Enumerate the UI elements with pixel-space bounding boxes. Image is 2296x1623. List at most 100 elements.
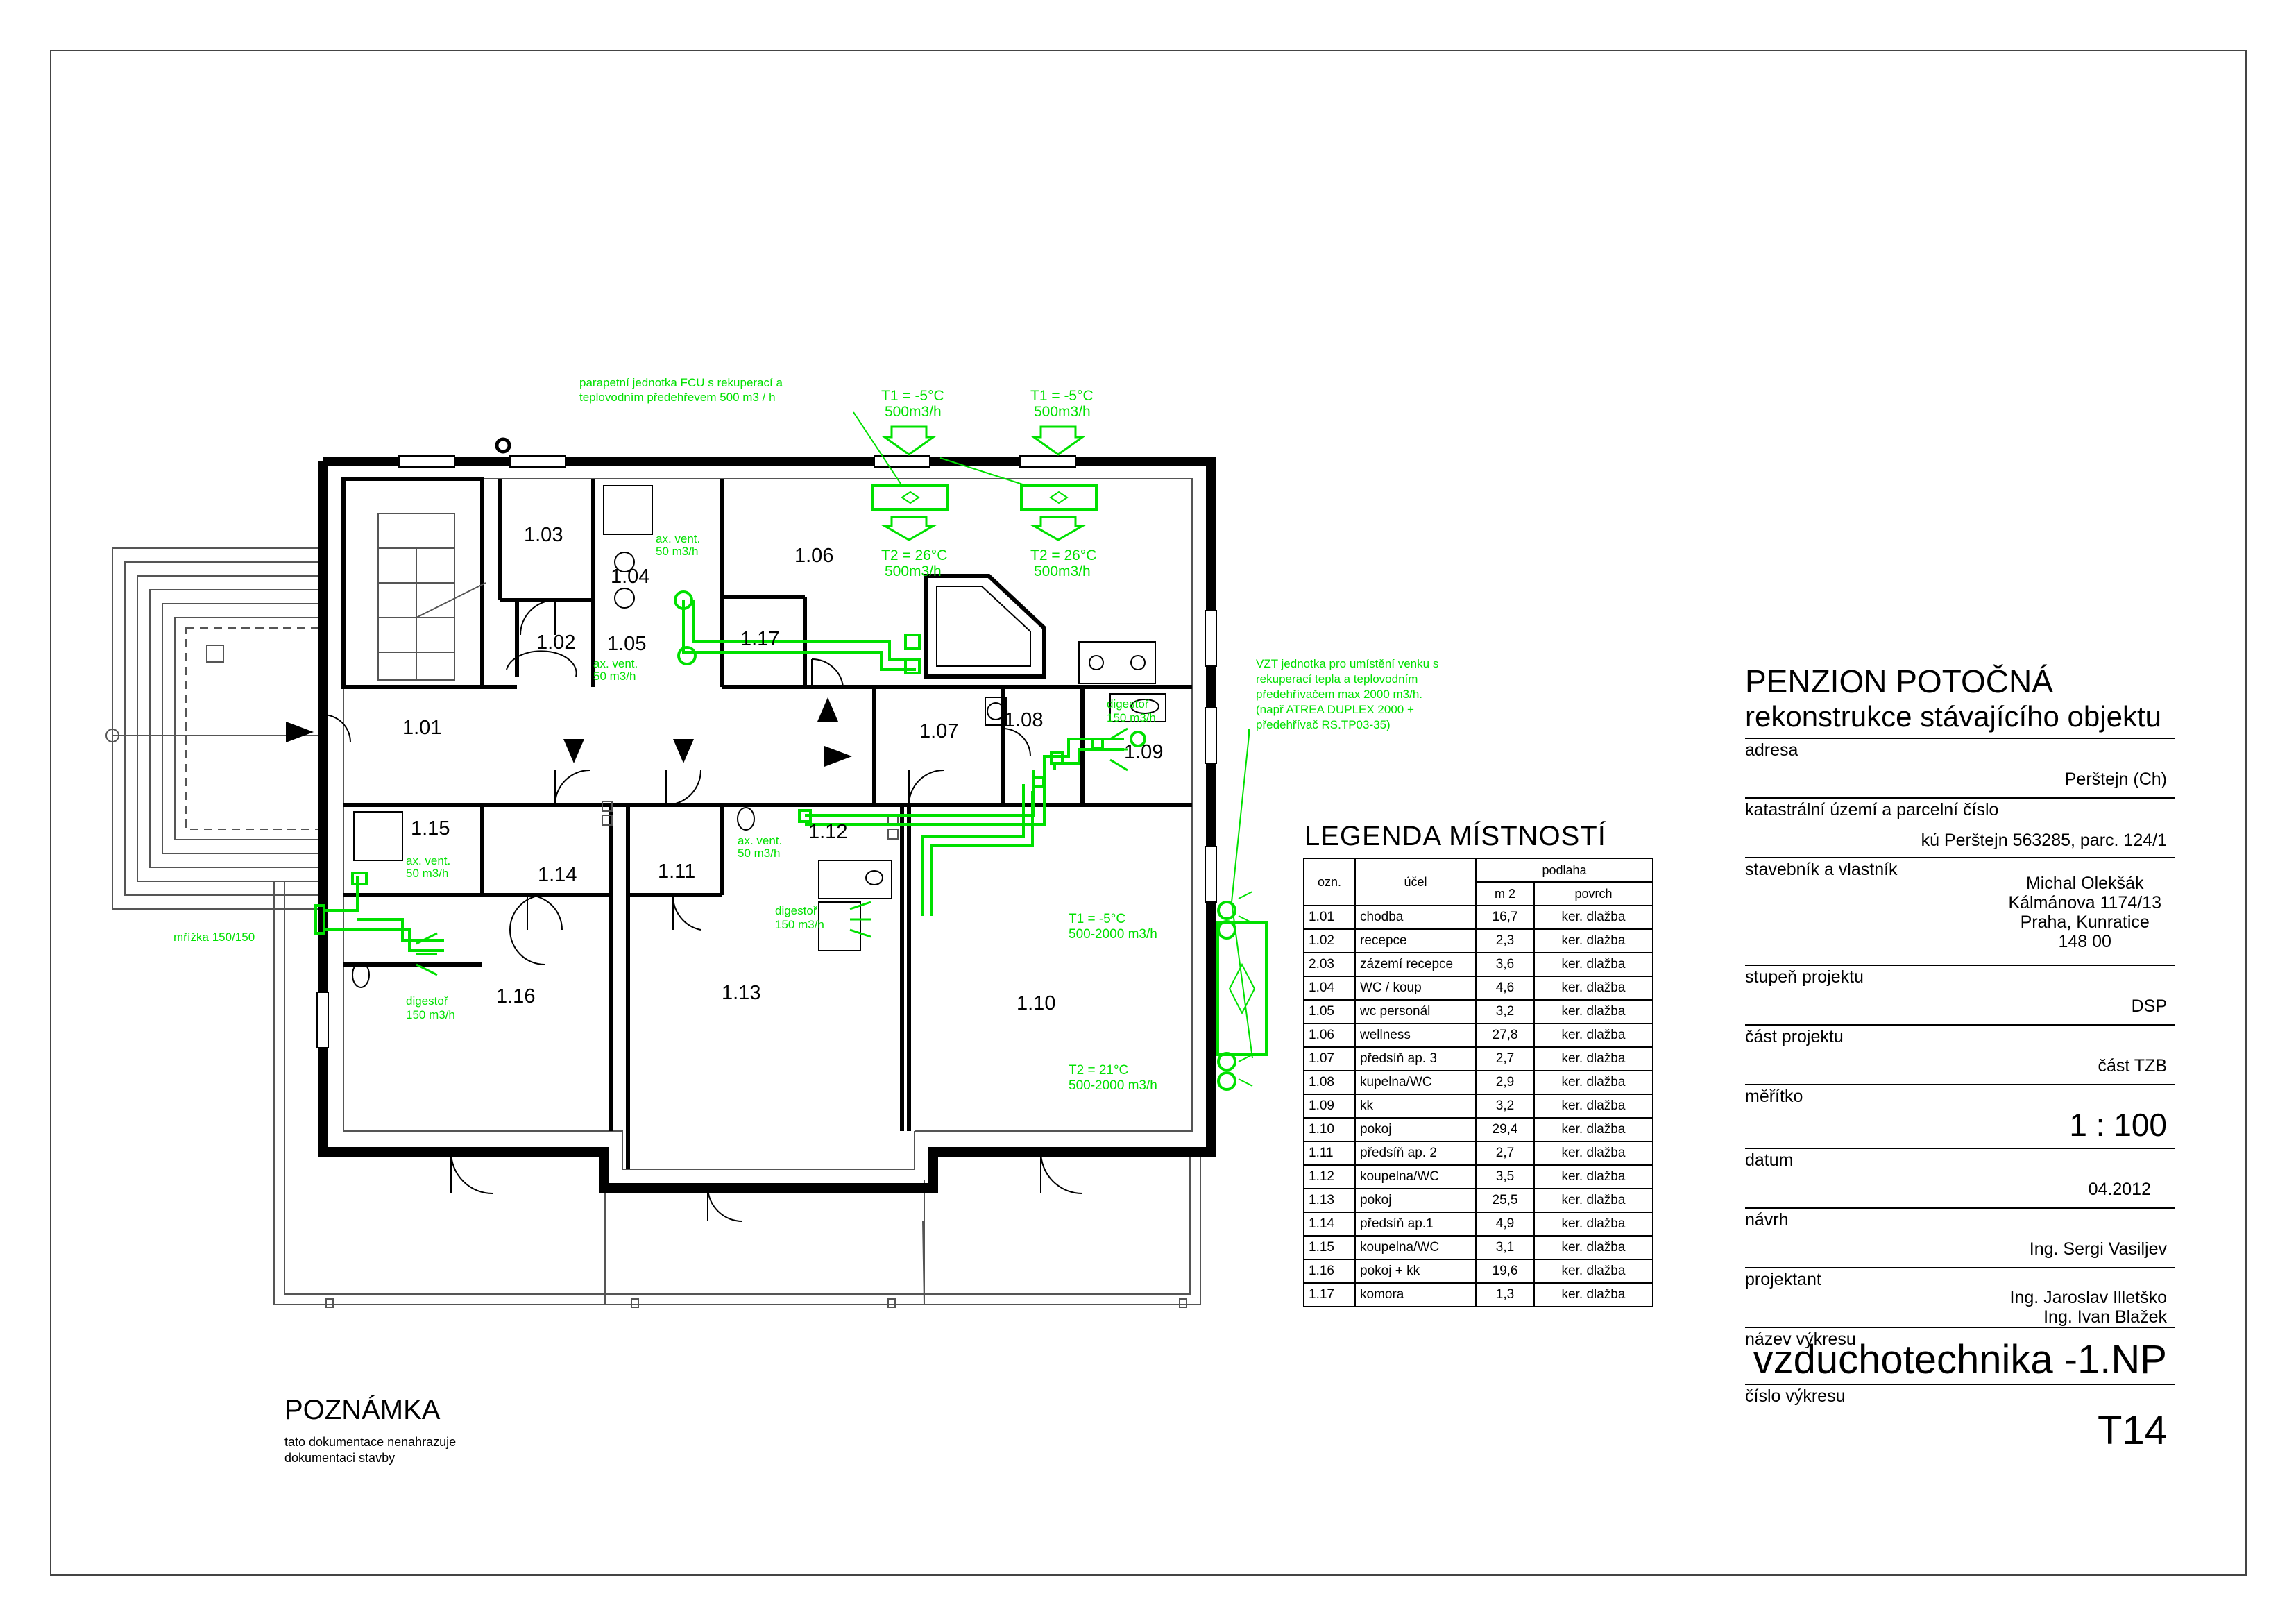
hood-3-label: digestoř (406, 994, 448, 1008)
legend-cell-surface: ker. dlažba (1533, 928, 1653, 953)
legend-cell-id: 1.14 (1303, 1212, 1356, 1237)
flow-arrows (286, 697, 852, 767)
legend-cell-purpose: recepce (1354, 928, 1477, 953)
address-label: adresa (1745, 740, 1798, 760)
axvent-1-label: ax. vent. (656, 532, 700, 545)
note: POZNÁMKA tato dokumentace nenahrazuje do… (284, 1395, 507, 1466)
legend-cell-id: 1.17 (1303, 1282, 1356, 1307)
legend-cell-purpose: koupelna/WC (1354, 1164, 1477, 1189)
t1-label-b: T1 = -5°C (1030, 388, 1094, 404)
date-value: 04.2012 (2088, 1180, 2151, 1199)
legend-cell-id: 1.06 (1303, 1023, 1356, 1048)
legend-cell-id: 1.08 (1303, 1070, 1356, 1095)
legend-subheader-row: m 2 povrch (1304, 881, 1653, 906)
legend-cell-surface: ker. dlažba (1533, 1188, 1653, 1213)
legend-cell-area: 2,3 (1475, 928, 1535, 953)
wellness-pool (924, 574, 1046, 679)
room-1-02: 1.02 (536, 631, 575, 654)
tb-owner: stavebník a vlastník Michal Olekšák Kálm… (1745, 857, 2175, 966)
legend-cell-area: 29,4 (1475, 1117, 1535, 1142)
project-subtitle: rekonstrukce stávajícího objektu (1745, 700, 2161, 733)
t2-flow-c: 500-2000 m3/h (1069, 1078, 1157, 1093)
legend-cell-surface: ker. dlažba (1533, 1046, 1653, 1071)
hood-1-label: digestoř (1107, 697, 1149, 711)
legend-cell-area: 1,3 (1475, 1282, 1535, 1307)
hood-2-flow: 150 m3/h (775, 918, 824, 931)
drawing-name-value: vzduchotechnika -1.NP (1753, 1337, 2167, 1382)
room-1-16: 1.16 (496, 985, 535, 1008)
axvent-4-label: ax. vent. (406, 854, 450, 867)
legend-cell-purpose: koupelna/WC (1354, 1235, 1477, 1260)
tb-stage: stupeň projektu DSP (1745, 965, 2175, 1026)
legend-cell-surface: ker. dlažba (1533, 1141, 1653, 1166)
legend-cell-area: 2,7 (1475, 1141, 1535, 1166)
drain-icon (495, 437, 511, 454)
legend-cell-id: 1.04 (1303, 976, 1356, 1001)
legend-cell-purpose: pokoj + kk (1354, 1259, 1477, 1284)
room-labels: 1.01 1.02 1.03 1.04 1.05 1.06 1.07 1.08 … (402, 524, 1163, 1014)
t1-label-c: T1 = -5°C (1069, 912, 1125, 926)
vzt-note-line5: předehřívač RS.TP03-35) (1256, 718, 1391, 731)
legend-cell-surface: ker. dlažba (1533, 1212, 1653, 1237)
axvent-1-flow: 50 m3/h (656, 545, 698, 558)
designer-line-1: Ing. Jaroslav Illetško (2009, 1288, 2168, 1307)
legend-cell-purpose: předsíň ap.1 (1354, 1212, 1477, 1237)
fcu-note-line2: teplovodním předehřevem 500 m3 / h (579, 391, 776, 404)
hvac-annotations: parapetní jednotka FCU s rekuperací a te… (173, 376, 1438, 1093)
designer-label: projektant (1745, 1270, 1821, 1289)
sanitary-fixtures (352, 485, 1166, 988)
legend-cell-area: 4,6 (1475, 976, 1535, 1001)
owner-label: stavebník a vlastník (1745, 860, 1898, 879)
axvent-3-flow: 50 m3/h (738, 847, 780, 860)
tb-drawing-number: číslo výkresu T14 (1745, 1384, 2175, 1461)
legend-cell-purpose: komora (1354, 1282, 1477, 1307)
legend-cell-surface: ker. dlažba (1533, 905, 1653, 930)
legend-cell-id: 1.09 (1303, 1094, 1356, 1119)
legend-cell-id: 1.10 (1303, 1117, 1356, 1142)
doors (322, 600, 1083, 1223)
design-label: návrh (1745, 1210, 1789, 1230)
room-1-05: 1.05 (607, 633, 646, 655)
vzt-note-line3: předehřívačem max 2000 m3/h. (1256, 688, 1422, 701)
legend-cell-surface: ker. dlažba (1533, 1070, 1653, 1095)
owner-line-3: Praha, Kunratice (2020, 912, 2150, 932)
room-1-13: 1.13 (722, 982, 760, 1004)
room-1-15: 1.15 (411, 817, 450, 840)
room-1-10: 1.10 (1017, 992, 1055, 1014)
owner-line-1: Michal Olekšák (2025, 874, 2144, 893)
riser-markers (602, 801, 899, 840)
tb-part: část projektu část TZB (1745, 1024, 2175, 1085)
axvent-3-label: ax. vent. (738, 834, 782, 847)
room-1-01: 1.01 (402, 717, 441, 739)
legend-cell-purpose: WC / koup (1354, 976, 1477, 1001)
room-legend: LEGENDA MÍSTNOSTÍ ozn. účel podlaha m 2 … (1303, 821, 1653, 1307)
legend-cell-purpose: kupelna/WC (1354, 1070, 1477, 1095)
legend-col-floor: podlaha (1475, 858, 1653, 883)
legend-cell-area: 3,5 (1475, 1164, 1535, 1189)
part-label: část projektu (1745, 1027, 1844, 1046)
legend-cell-area: 16,7 (1475, 905, 1535, 930)
t1-flow-a: 500m3/h (885, 404, 942, 420)
tb-design: návrh Ing. Sergi Vasiljev (1745, 1207, 2175, 1268)
t2-label-b: T2 = 26°C (1030, 547, 1096, 563)
stage-label: stupeň projektu (1745, 967, 1864, 987)
axvent-2-flow: 50 m3/h (593, 670, 636, 683)
balcony (273, 881, 1201, 1308)
legend-cell-purpose: pokoj (1354, 1188, 1477, 1213)
note-text: tato dokumentace nenahrazuje dokumentaci… (284, 1434, 507, 1466)
note-line-1: tato dokumentace nenahrazuje (284, 1435, 457, 1449)
date-label: datum (1745, 1150, 1794, 1170)
